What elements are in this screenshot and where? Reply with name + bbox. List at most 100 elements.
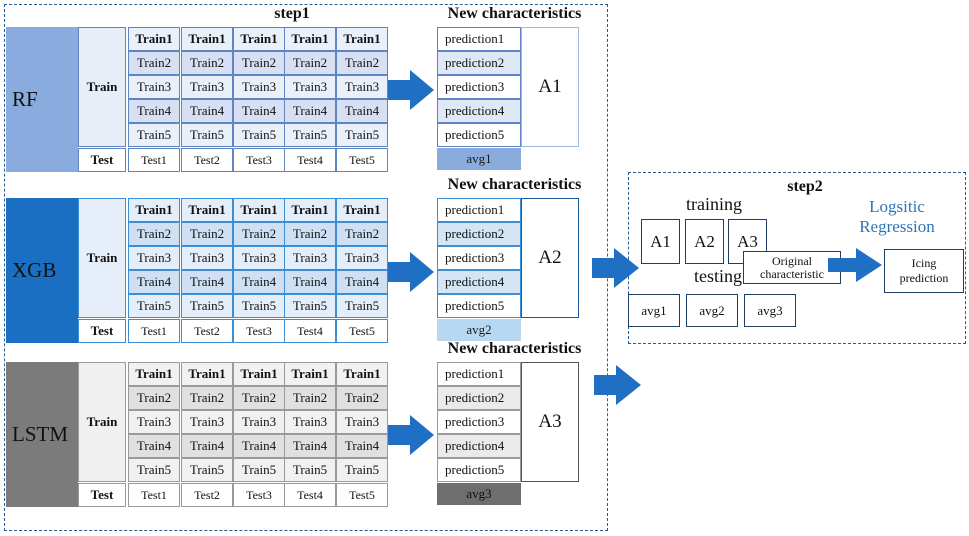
rf-train-cell: Train5 — [336, 123, 388, 147]
rf-test-label: Test — [78, 148, 126, 172]
step2-avg2-box: avg2 — [686, 294, 738, 327]
xgb-model-label: XGB — [6, 198, 78, 343]
rf-train-cell: Train3 — [233, 75, 285, 99]
rf-train-label: Train — [78, 27, 126, 147]
lstm-test-cell: Test1 — [128, 483, 180, 507]
lstm-model-label: LSTM — [6, 362, 78, 507]
xgb-train-cell: Train2 — [284, 222, 336, 246]
xgb-train-cell: Train3 — [128, 246, 180, 270]
rf-avg-bar: avg1 — [437, 148, 521, 170]
lstm-train-cell: Train4 — [336, 434, 388, 458]
xgb-test-label: Test — [78, 319, 126, 343]
xgb-train-cell: Train5 — [128, 294, 180, 318]
rf-train-cell: Train3 — [128, 75, 180, 99]
lstm-train-cell: Train3 — [181, 410, 233, 434]
lstm-train-cell: Train5 — [284, 458, 336, 482]
a2-to-step2-arrow — [592, 248, 639, 288]
rf-train-cell: Train2 — [128, 51, 180, 75]
xgb-prediction-cell: prediction4 — [437, 270, 521, 294]
xgb-train-cell: Train3 — [336, 246, 388, 270]
lstm-train-cell: Train5 — [128, 458, 180, 482]
rf-train-cell: Train2 — [181, 51, 233, 75]
rf-train-cell: Train2 — [336, 51, 388, 75]
rf-train-cell: Train1 — [181, 27, 233, 51]
xgb-train-cell: Train2 — [233, 222, 285, 246]
rf-train-cell: Train1 — [233, 27, 285, 51]
rf-train-cell: Train3 — [336, 75, 388, 99]
lstm-train-cell: Train2 — [336, 386, 388, 410]
rf-prediction-cell: prediction5 — [437, 123, 521, 147]
lstm-train-cell: Train5 — [336, 458, 388, 482]
step2-avg1-box: avg1 — [628, 294, 680, 327]
xgb-train-cell: Train1 — [233, 198, 285, 222]
xgb-train-cell: Train2 — [336, 222, 388, 246]
step2-avg3-box: avg3 — [744, 294, 796, 327]
lstm-a-box: A3 — [521, 362, 579, 482]
rf-prediction-cell: prediction1 — [437, 27, 521, 51]
xgb-avg-bar: avg2 — [437, 319, 521, 341]
xgb-train-cell: Train5 — [233, 294, 285, 318]
rf-train-cell: Train5 — [233, 123, 285, 147]
rf-test-cell: Test4 — [284, 148, 336, 172]
lstm-test-cell: Test3 — [233, 483, 285, 507]
lstm-to-predictions-arrow — [388, 415, 434, 455]
lstm-train-cell: Train1 — [181, 362, 233, 386]
xgb-train-cell: Train4 — [336, 270, 388, 294]
lstm-train-cell: Train5 — [181, 458, 233, 482]
rf-train-cell: Train3 — [284, 75, 336, 99]
rf-train-cell: Train4 — [181, 99, 233, 123]
lstm-prediction-cell: prediction2 — [437, 386, 521, 410]
xgb-train-cell: Train5 — [336, 294, 388, 318]
rf-train-cell: Train1 — [128, 27, 180, 51]
rf-train-cell: Train4 — [284, 99, 336, 123]
xgb-train-cell: Train3 — [233, 246, 285, 270]
xgb-train-cell: Train4 — [128, 270, 180, 294]
rf-test-cell: Test2 — [181, 148, 233, 172]
to-logistic-regression-arrow — [828, 248, 882, 282]
step2-a2-box: A2 — [685, 219, 724, 264]
rf-train-cell: Train4 — [233, 99, 285, 123]
step2-frame — [628, 172, 966, 344]
rf-train-cell: Train2 — [233, 51, 285, 75]
lstm-new-characteristics-title: New characteristics — [447, 340, 582, 357]
rf-train-cell: Train4 — [336, 99, 388, 123]
lstm-train-cell: Train4 — [128, 434, 180, 458]
testing-label: testing — [694, 266, 742, 286]
xgb-train-cell: Train1 — [284, 198, 336, 222]
xgb-train-cell: Train5 — [284, 294, 336, 318]
lstm-prediction-cell: prediction3 — [437, 410, 521, 434]
rf-a-box: A1 — [521, 27, 579, 147]
lstm-train-cell: Train3 — [128, 410, 180, 434]
logistic-regression-label: Logsitic Regression — [859, 197, 935, 236]
lstm-train-cell: Train2 — [284, 386, 336, 410]
step1-title: step1 — [274, 5, 310, 22]
lstm-train-cell: Train2 — [181, 386, 233, 410]
xgb-train-cell: Train2 — [181, 222, 233, 246]
rf-model-label: RF — [6, 27, 78, 172]
rf-to-predictions-arrow — [388, 70, 434, 110]
lstm-prediction-cell: prediction5 — [437, 458, 521, 482]
xgb-test-cell: Test3 — [233, 319, 285, 343]
rf-train-cell: Train5 — [181, 123, 233, 147]
xgb-test-cell: Test5 — [336, 319, 388, 343]
training-label: training — [686, 194, 742, 214]
lstm-test-label: Test — [78, 483, 126, 507]
step2-a1-box: A1 — [641, 219, 680, 264]
rf-train-cell: Train5 — [284, 123, 336, 147]
lstm-test-cell: Test2 — [181, 483, 233, 507]
rf-prediction-cell: prediction4 — [437, 99, 521, 123]
lstm-train-cell: Train2 — [128, 386, 180, 410]
xgb-train-cell: Train4 — [284, 270, 336, 294]
xgb-train-cell: Train1 — [181, 198, 233, 222]
rf-train-cell: Train1 — [336, 27, 388, 51]
rf-test-cell: Test1 — [128, 148, 180, 172]
xgb-prediction-cell: prediction2 — [437, 222, 521, 246]
lstm-train-cell: Train2 — [233, 386, 285, 410]
lstm-train-cell: Train1 — [233, 362, 285, 386]
lstm-prediction-cell: prediction1 — [437, 362, 521, 386]
xgb-train-cell: Train2 — [128, 222, 180, 246]
a3-to-step2-arrow — [594, 365, 641, 405]
original-characteristic-box: Original characteristic — [743, 251, 841, 284]
xgb-train-label: Train — [78, 198, 126, 318]
